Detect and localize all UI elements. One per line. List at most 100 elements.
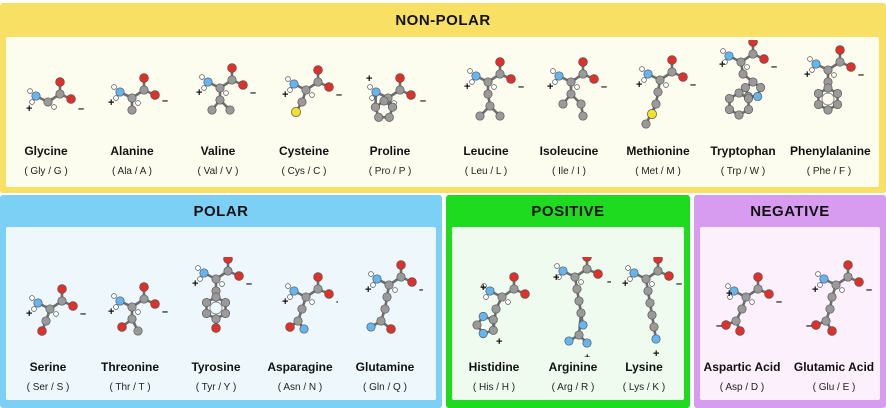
charge-label: –: [601, 81, 607, 93]
atom: [748, 77, 758, 87]
atom: [227, 75, 237, 85]
atom: [740, 82, 750, 93]
atom: [207, 105, 217, 115]
aromatic-ring: [821, 92, 835, 106]
atom: [211, 314, 221, 324]
atom: [396, 272, 406, 282]
atom: [66, 94, 76, 104]
atom: [574, 84, 580, 90]
atom: [574, 330, 584, 340]
amino-acid-abbr: ( Val / V ): [197, 166, 239, 177]
amino-acid-alanine: +– Alanine ( Ala / A ): [94, 40, 170, 185]
atom: [556, 274, 562, 280]
atom: [223, 257, 233, 264]
atom: [647, 310, 657, 320]
charge-label: +: [366, 73, 372, 85]
atom: [33, 298, 43, 308]
amino-acid-name: Arginine: [548, 360, 598, 374]
atom: [756, 82, 766, 93]
atom: [37, 326, 47, 336]
atom: [483, 77, 493, 87]
atom: [564, 336, 574, 346]
atom: [578, 69, 588, 79]
atom: [725, 283, 731, 289]
atom: [639, 66, 645, 72]
amino-acid-abbr: ( Cys / C ): [281, 166, 327, 177]
atom: [744, 64, 750, 70]
charge-label: +: [622, 278, 628, 290]
atom: [574, 296, 584, 306]
amino-acid-name: Isoleucine: [539, 144, 599, 158]
atom: [478, 311, 488, 321]
atom: [653, 266, 663, 276]
charge-label: +: [108, 306, 114, 318]
atom: [663, 82, 669, 88]
cysteine-molecule: +–: [282, 65, 342, 117]
positive-title: POSITIVE: [531, 203, 605, 220]
atom: [301, 85, 311, 95]
atom: [111, 84, 117, 90]
atom: [566, 77, 576, 87]
nonpolar-title: NON-POLAR: [395, 12, 491, 29]
atom: [407, 277, 417, 287]
atom: [667, 67, 677, 77]
charge-label: –: [246, 278, 252, 290]
amino-acid-name: Glycine: [24, 144, 68, 158]
atom: [227, 63, 237, 73]
atom: [483, 89, 493, 99]
nonpolar-panel: NON-POLAR: [0, 3, 886, 193]
tyrosine-molecule: +–: [192, 257, 252, 333]
amino-acid-name: Aspartic Acid: [703, 360, 781, 374]
atom: [578, 320, 588, 330]
charge-label: –: [336, 296, 338, 308]
atom: [651, 99, 661, 109]
atom: [582, 338, 592, 348]
atom: [748, 49, 758, 59]
atom: [831, 280, 841, 290]
atom: [219, 281, 225, 287]
atom: [115, 87, 125, 97]
amino-acid-name: Asparagine: [267, 360, 333, 374]
atom: [211, 292, 221, 302]
charge-label: –: [607, 276, 611, 288]
atom: [238, 80, 248, 90]
atom: [127, 93, 137, 103]
atom: [495, 69, 505, 79]
atom: [215, 95, 225, 105]
glycine-molecule: +–: [26, 77, 84, 115]
atom: [469, 79, 475, 85]
atom: [150, 299, 160, 309]
glutamic-acid-molecule: +––: [806, 260, 872, 336]
charge-label: –: [420, 95, 426, 107]
amino-acid-tryptophan: +– Tryptophan ( Trp / W ): [705, 40, 781, 185]
charge-label: –: [518, 81, 524, 93]
atom: [821, 316, 831, 326]
amino-acid-name: Methionine: [626, 144, 690, 158]
atom: [743, 104, 754, 115]
atom: [566, 89, 576, 99]
amino-acid-name: Serine: [29, 360, 67, 374]
atom: [203, 77, 213, 87]
atom: [678, 72, 688, 82]
atom: [485, 101, 495, 111]
atom: [376, 316, 386, 326]
atom: [113, 95, 119, 101]
atom: [736, 57, 746, 67]
atom: [815, 271, 821, 277]
atom: [578, 57, 588, 67]
atom: [827, 292, 837, 302]
atom: [293, 316, 303, 326]
atom: [748, 40, 758, 47]
amino-acid-abbr: ( Lys / K ): [622, 382, 666, 393]
atom: [53, 311, 59, 317]
amino-acid-histidine: +–+ Histidine ( His / H ): [456, 257, 532, 402]
atom: [647, 109, 657, 119]
atom: [649, 322, 659, 332]
amino-acid-name: Cysteine: [278, 144, 330, 158]
amino-acid-name: Phenylalanine: [790, 144, 871, 158]
charge-label: –: [776, 296, 782, 308]
amino-acid-name: Tyrosine: [191, 360, 241, 374]
atom: [720, 48, 726, 54]
charge-label: –: [78, 103, 84, 115]
atom: [727, 294, 733, 300]
